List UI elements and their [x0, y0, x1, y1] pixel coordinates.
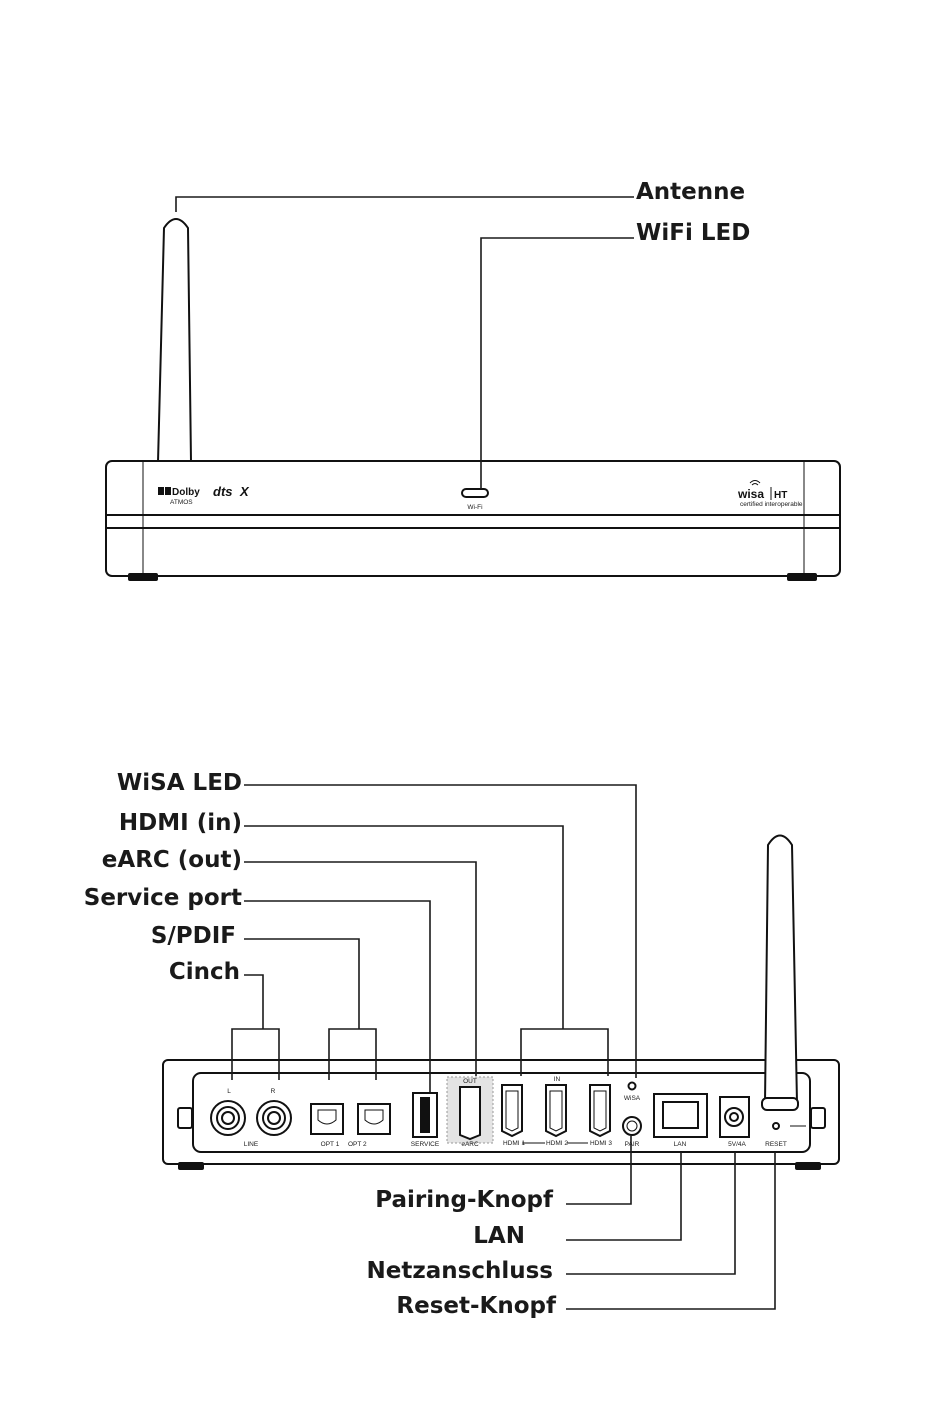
- opt2-label: OPT 2: [348, 1141, 367, 1148]
- hdmi-in-callout: HDMI (in): [119, 810, 242, 836]
- line-r-label: R: [271, 1088, 276, 1095]
- hdmi3-label: HDMI 3: [590, 1140, 612, 1147]
- earc-port: OUT eARC: [447, 1077, 493, 1148]
- front-body: [106, 461, 840, 581]
- antenna: [158, 219, 191, 462]
- power-label: 5V/4A: [728, 1141, 746, 1148]
- lan-label: LAN: [674, 1141, 687, 1148]
- earc-out-callout: eARC (out): [102, 847, 242, 873]
- service-port-callout: Service port: [84, 885, 242, 911]
- spdif-callout: S/PDIF: [151, 923, 236, 949]
- hdmi1-label: HDMI 1: [503, 1140, 525, 1147]
- wisa-sub-text: certified interoperable: [740, 501, 803, 508]
- power-leader: [566, 1152, 735, 1274]
- lan-callout: LAN: [473, 1223, 525, 1249]
- wisa-text: wisa: [737, 487, 764, 501]
- antenna-hinge: [762, 1098, 798, 1110]
- front-view: Dolby ATMOS dts X Wi-Fi wisa HT certifie…: [106, 179, 840, 581]
- front-foot-left: [128, 573, 158, 581]
- dts-x-text: X: [239, 484, 250, 499]
- pair-label: PAIR: [625, 1141, 640, 1148]
- out-label: OUT: [463, 1078, 477, 1085]
- reset-leader: [566, 1152, 775, 1309]
- wisa-led-leader: [244, 785, 636, 1078]
- service-label: SERVICE: [411, 1141, 440, 1148]
- spdif-leader: [244, 939, 359, 1029]
- line-l-label: L: [227, 1088, 231, 1095]
- pairing-callout: Pairing-Knopf: [375, 1187, 554, 1213]
- dts-text: dts: [213, 484, 233, 499]
- cinch-leader: [244, 975, 263, 1029]
- wifi-led-leader: [481, 238, 634, 489]
- dts-logo: dts X: [213, 484, 250, 499]
- rear-foot-right: [795, 1162, 821, 1170]
- rear-foot-left: [178, 1162, 204, 1170]
- line-label: LINE: [244, 1141, 259, 1148]
- reset-label: RESET: [765, 1141, 787, 1148]
- opt1-label: OPT 1: [321, 1141, 340, 1148]
- rear-view: L R LINE OPT 1: [84, 770, 839, 1319]
- earc-label: eARC: [461, 1141, 479, 1148]
- wifi-led-callout: WiFi LED: [636, 220, 750, 246]
- front-foot-right: [787, 573, 817, 581]
- reset-callout: Reset-Knopf: [396, 1293, 557, 1319]
- antenna-callout: Antenne: [636, 179, 745, 205]
- dolby-sub-text: ATMOS: [170, 499, 193, 506]
- wisa-label: WiSA: [624, 1095, 641, 1102]
- hdmi-in-leader: [244, 826, 563, 1029]
- antenna-leader: [176, 197, 634, 212]
- in-label: IN: [554, 1076, 561, 1083]
- cinch-callout: Cinch: [169, 959, 240, 985]
- dolby-text: Dolby: [172, 487, 200, 498]
- rear-antenna: [765, 836, 797, 1104]
- wifi-label: Wi-Fi: [467, 504, 482, 511]
- power-callout: Netzanschluss: [367, 1258, 553, 1284]
- lan-leader: [566, 1152, 681, 1240]
- hdmi2-label: HDMI 2: [546, 1140, 568, 1147]
- wisa-ht-text: HT: [774, 490, 787, 501]
- wisa-led-callout: WiSA LED: [117, 770, 242, 796]
